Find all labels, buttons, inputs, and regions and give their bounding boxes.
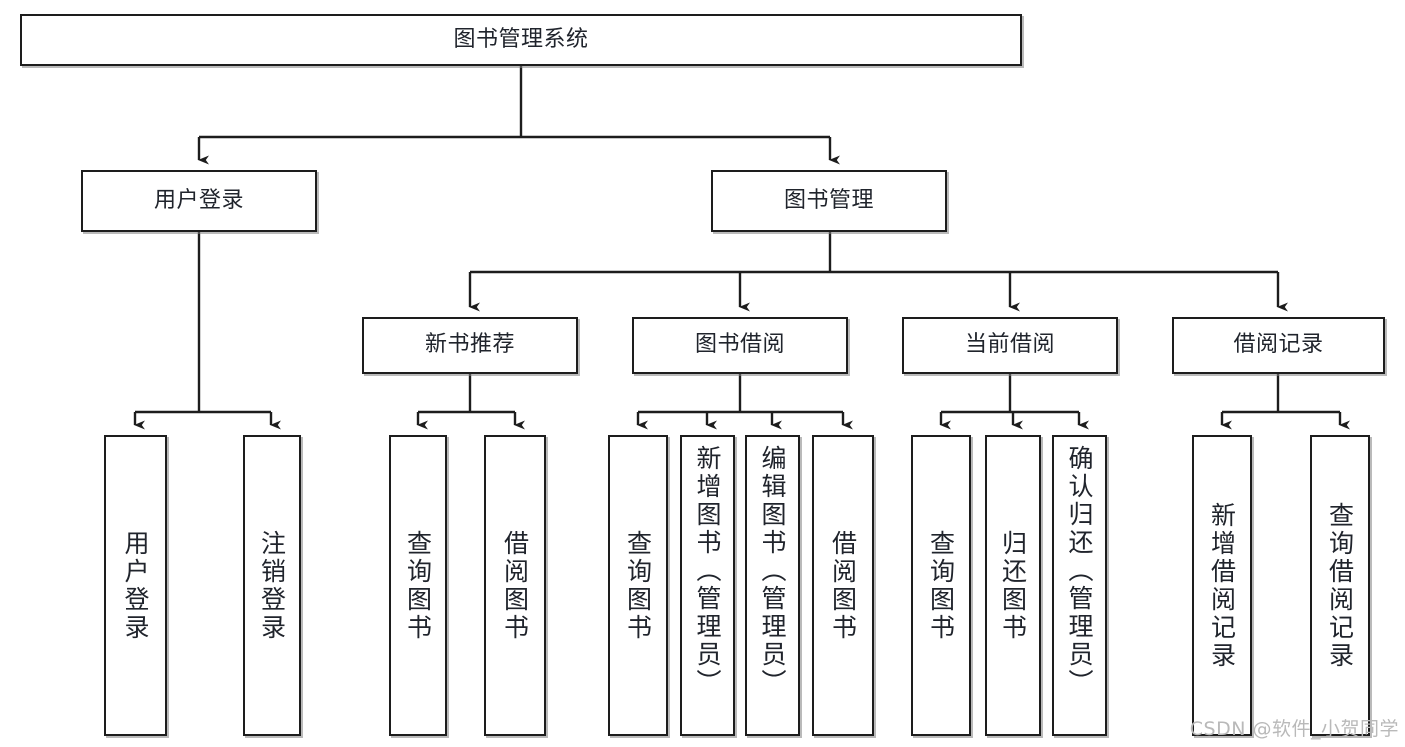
leaf-borrow-book-label: 借阅图书 bbox=[828, 529, 858, 642]
node-book-management-label: 图书管理 bbox=[783, 187, 874, 213]
leaf-edit-book-admin[interactable]: 编辑图书（管理员） bbox=[745, 435, 800, 736]
node-user-login[interactable]: 用户登录 bbox=[81, 170, 317, 232]
leaf-return-book[interactable]: 归还图书 bbox=[985, 435, 1041, 736]
leaf-logout-label: 注销登录 bbox=[257, 529, 287, 642]
leaf-borrow-book-rec[interactable]: 借阅图书 bbox=[484, 435, 546, 736]
leaf-query-book-current-label: 查询图书 bbox=[926, 529, 956, 642]
leaf-edit-book-admin-label: 编辑图书（管理员） bbox=[758, 445, 787, 697]
node-current-borrow-label: 当前借阅 bbox=[964, 332, 1055, 358]
node-book-borrow-label: 图书借阅 bbox=[694, 332, 785, 358]
leaf-add-borrow-record[interactable]: 新增借阅记录 bbox=[1192, 435, 1252, 736]
leaf-return-book-label: 归还图书 bbox=[998, 529, 1028, 642]
node-new-book-recommendation[interactable]: 新书推荐 bbox=[362, 317, 578, 374]
leaf-confirm-return-admin-label: 确认归还（管理员） bbox=[1065, 445, 1094, 697]
leaf-add-book-admin[interactable]: 新增图书（管理员） bbox=[680, 435, 735, 736]
watermark-text: CSDN @软件_小贺同学 bbox=[1189, 718, 1399, 740]
leaf-add-book-admin-label: 新增图书（管理员） bbox=[693, 445, 722, 697]
node-user-login-label: 用户登录 bbox=[153, 187, 244, 213]
node-root-label: 图书管理系统 bbox=[453, 26, 589, 52]
node-book-management[interactable]: 图书管理 bbox=[711, 170, 947, 232]
leaf-borrow-book-rec-label: 借阅图书 bbox=[500, 529, 530, 642]
leaf-user-login[interactable]: 用户登录 bbox=[104, 435, 167, 736]
leaf-confirm-return-admin[interactable]: 确认归还（管理员） bbox=[1052, 435, 1107, 736]
leaf-query-book-rec-label: 查询图书 bbox=[403, 529, 433, 642]
node-new-book-recommendation-label: 新书推荐 bbox=[424, 332, 515, 358]
node-current-borrow[interactable]: 当前借阅 bbox=[902, 317, 1118, 374]
leaf-query-book-rec[interactable]: 查询图书 bbox=[389, 435, 447, 736]
node-book-borrow[interactable]: 图书借阅 bbox=[632, 317, 848, 374]
node-borrow-record-label: 借阅记录 bbox=[1233, 332, 1324, 358]
leaf-query-borrow-record[interactable]: 查询借阅记录 bbox=[1310, 435, 1370, 736]
leaf-user-login-label: 用户登录 bbox=[121, 529, 150, 642]
leaf-query-book-current[interactable]: 查询图书 bbox=[911, 435, 971, 736]
leaf-add-borrow-record-label: 新增借阅记录 bbox=[1207, 501, 1237, 670]
node-borrow-record[interactable]: 借阅记录 bbox=[1172, 317, 1385, 374]
leaf-query-borrow-record-label: 查询借阅记录 bbox=[1325, 501, 1355, 670]
leaf-logout[interactable]: 注销登录 bbox=[243, 435, 301, 736]
leaf-query-book-borrow-label: 查询图书 bbox=[623, 529, 653, 642]
leaf-borrow-book[interactable]: 借阅图书 bbox=[812, 435, 874, 736]
node-root[interactable]: 图书管理系统 bbox=[20, 14, 1022, 66]
leaf-query-book-borrow[interactable]: 查询图书 bbox=[608, 435, 668, 736]
